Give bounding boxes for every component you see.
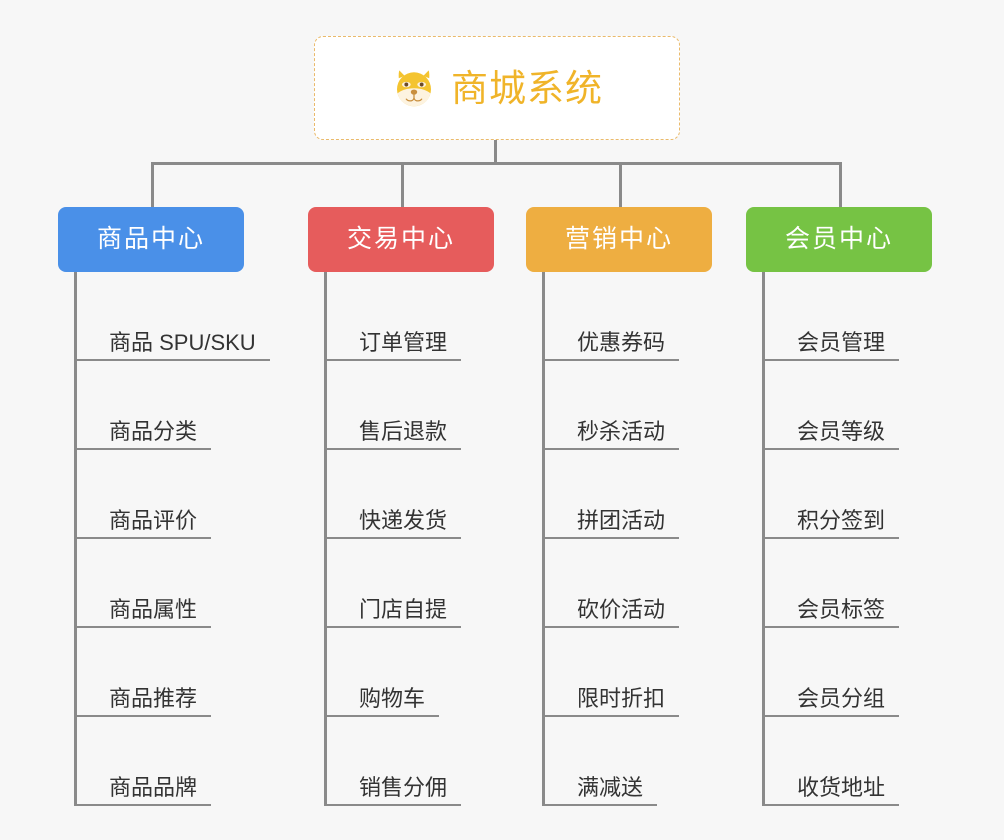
connector-drop-marketing-center [619, 162, 622, 208]
list-item[interactable]: 积分签到 [764, 450, 932, 539]
list-item[interactable]: 订单管理 [326, 272, 494, 361]
list-item[interactable]: 门店自提 [326, 539, 494, 628]
list-item[interactable]: 会员标签 [764, 539, 932, 628]
list-item[interactable]: 秒杀活动 [544, 361, 712, 450]
list-item[interactable]: 商品 SPU/SKU [77, 272, 270, 361]
connector-drop-member-center [839, 162, 842, 208]
dog-face-icon [397, 70, 431, 107]
branch-header-member-center[interactable]: 会员中心 [746, 207, 932, 272]
list-item[interactable]: 商品推荐 [76, 628, 244, 717]
list-item[interactable]: 售后退款 [326, 361, 494, 450]
branch-header-trade-center[interactable]: 交易中心 [308, 207, 494, 272]
root-node[interactable]: 商城系统 [314, 36, 680, 140]
leaf-label: 拼团活动 [544, 510, 680, 539]
branch-header-marketing-center[interactable]: 营销中心 [526, 207, 712, 272]
leaf-label: 订单管理 [326, 332, 462, 361]
leaf-label: 商品 SPU/SKU [77, 332, 270, 361]
list-item[interactable]: 满减送 [544, 717, 712, 806]
branch-product-center: 商品中心 商品 SPU/SKU 商品分类 商品评价 商品属性 商品推荐 商品品牌 [58, 207, 270, 806]
leaf-list-trade-center: 订单管理 售后退款 快递发货 门店自提 购物车 销售分佣 [324, 272, 494, 806]
leaf-label: 商品属性 [76, 599, 212, 628]
leaf-label: 砍价活动 [544, 599, 680, 628]
leaf-label: 商品品牌 [76, 777, 212, 806]
leaf-label: 会员管理 [764, 332, 900, 361]
leaf-label: 优惠券码 [544, 332, 680, 361]
leaf-label: 满减送 [544, 777, 658, 806]
connector-drop-product-center [151, 162, 154, 208]
leaf-label: 售后退款 [326, 421, 462, 450]
connector-root-stem [494, 140, 497, 164]
list-item[interactable]: 快递发货 [326, 450, 494, 539]
leaf-label: 积分签到 [764, 510, 900, 539]
leaf-label: 购物车 [326, 688, 440, 717]
branch-header-product-center[interactable]: 商品中心 [58, 207, 244, 272]
list-item[interactable]: 商品评价 [76, 450, 244, 539]
leaf-label: 限时折扣 [544, 688, 680, 717]
list-item[interactable]: 商品属性 [76, 539, 244, 628]
list-item[interactable]: 会员分组 [764, 628, 932, 717]
leaf-label: 商品分类 [76, 421, 212, 450]
connector-drop-trade-center [401, 162, 404, 208]
leaf-label: 商品推荐 [76, 688, 212, 717]
leaf-label: 会员等级 [764, 421, 900, 450]
leaf-list-product-center: 商品 SPU/SKU 商品分类 商品评价 商品属性 商品推荐 商品品牌 [74, 272, 270, 806]
list-item[interactable]: 收货地址 [764, 717, 932, 806]
list-item[interactable]: 限时折扣 [544, 628, 712, 717]
leaf-label: 商品评价 [76, 510, 212, 539]
root-title: 商城系统 [451, 67, 603, 109]
leaf-label: 收货地址 [764, 777, 900, 806]
leaf-label: 销售分佣 [326, 777, 462, 806]
list-item[interactable]: 砍价活动 [544, 539, 712, 628]
list-item[interactable]: 会员等级 [764, 361, 932, 450]
leaf-label: 会员标签 [764, 599, 900, 628]
branch-trade-center: 交易中心 订单管理 售后退款 快递发货 门店自提 购物车 销售分佣 [308, 207, 494, 806]
list-item[interactable]: 拼团活动 [544, 450, 712, 539]
branch-marketing-center: 营销中心 优惠券码 秒杀活动 拼团活动 砍价活动 限时折扣 满减送 [526, 207, 712, 806]
leaf-label: 快递发货 [326, 510, 462, 539]
leaf-label: 秒杀活动 [544, 421, 680, 450]
list-item[interactable]: 销售分佣 [326, 717, 494, 806]
branch-member-center: 会员中心 会员管理 会员等级 积分签到 会员标签 会员分组 收货地址 [746, 207, 932, 806]
list-item[interactable]: 商品品牌 [76, 717, 244, 806]
list-item[interactable]: 购物车 [326, 628, 494, 717]
leaf-label: 门店自提 [326, 599, 462, 628]
list-item[interactable]: 商品分类 [76, 361, 244, 450]
connector-horizontal-bus [151, 162, 841, 165]
list-item[interactable]: 会员管理 [764, 272, 932, 361]
leaf-list-marketing-center: 优惠券码 秒杀活动 拼团活动 砍价活动 限时折扣 满减送 [542, 272, 712, 806]
list-item[interactable]: 优惠券码 [544, 272, 712, 361]
leaf-list-member-center: 会员管理 会员等级 积分签到 会员标签 会员分组 收货地址 [762, 272, 932, 806]
leaf-label: 会员分组 [764, 688, 900, 717]
